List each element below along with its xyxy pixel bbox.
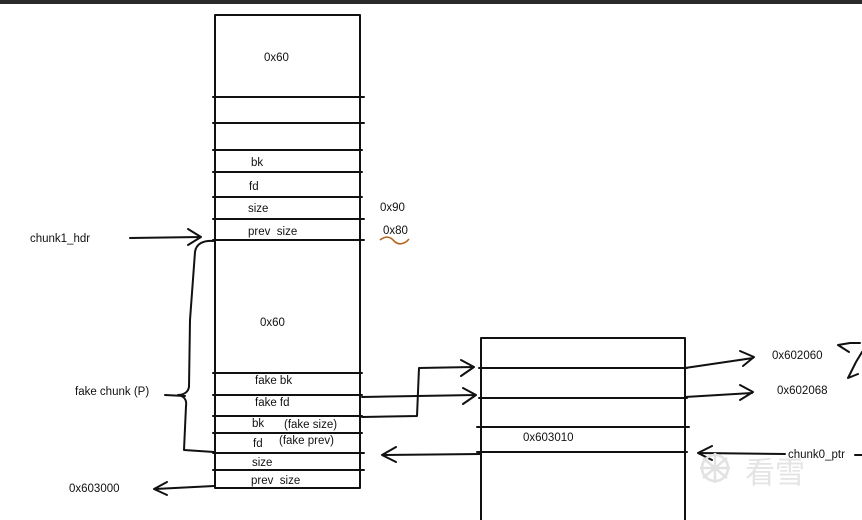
size-value-label: 0x90 bbox=[380, 202, 405, 214]
fake-chunk-label: fake chunk (P) bbox=[75, 386, 149, 398]
right-chunk-box bbox=[480, 337, 686, 520]
target-bk-label: 0x602068 bbox=[777, 385, 828, 397]
fd-label: fd bbox=[249, 181, 259, 193]
edge-arrow bbox=[837, 342, 862, 379]
fake-bk-arrow bbox=[361, 359, 475, 418]
watermark-text: 看雪 bbox=[745, 456, 805, 491]
fake-chunk-tick bbox=[164, 394, 186, 397]
left-chunk-box bbox=[214, 14, 361, 489]
size2-label: size bbox=[252, 457, 272, 469]
chunk1-hdr-label: chunk1_hdr bbox=[30, 233, 90, 245]
chunk-link-arrow bbox=[381, 446, 482, 463]
target-fd-label: 0x602060 bbox=[772, 350, 823, 362]
fake-size-label: (fake size) bbox=[284, 419, 337, 431]
right-chunk-dividers bbox=[476, 367, 690, 453]
fake-prev-label: (fake prev) bbox=[279, 435, 334, 447]
bk2-label: bk bbox=[252, 418, 264, 430]
watermark-logo bbox=[700, 453, 730, 483]
prev-size-value-label: 0x80 bbox=[383, 225, 408, 237]
size-label: size bbox=[248, 203, 268, 215]
top-size-label: 0x60 bbox=[264, 52, 289, 64]
fake-chunk-brace bbox=[177, 239, 215, 453]
addr-in-box-label: 0x603010 bbox=[523, 432, 574, 444]
window-top-bar bbox=[0, 0, 862, 4]
prev-size2-label: prev size bbox=[251, 475, 300, 487]
bk-label: bk bbox=[251, 157, 263, 169]
base-addr-arrow bbox=[153, 481, 215, 496]
mid-size-label: 0x60 bbox=[260, 317, 285, 329]
left-chunk-dividers bbox=[212, 96, 365, 471]
fake-fd-label: fake fd bbox=[255, 397, 290, 409]
prev-size-label: prev size bbox=[248, 226, 297, 238]
fake-bk-label: fake bk bbox=[255, 375, 292, 387]
fd2-label: fd bbox=[253, 438, 263, 450]
base-addr-label: 0x603000 bbox=[69, 483, 120, 495]
chunk0-ptr-label: chunk0_ptr bbox=[788, 449, 845, 461]
chunk1-hdr-arrow bbox=[129, 228, 202, 246]
fake-fd-arrow bbox=[361, 387, 477, 405]
target-fd-arrow bbox=[684, 350, 755, 369]
prev-size-underline-wave bbox=[379, 236, 410, 245]
target-bk-arrow bbox=[684, 384, 754, 401]
